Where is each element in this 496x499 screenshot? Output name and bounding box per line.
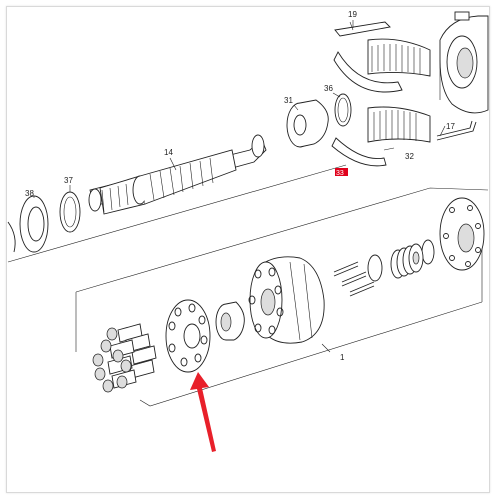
- part-14-shaft: [88, 134, 267, 215]
- label-31: 31: [284, 96, 293, 105]
- label-19: 19: [348, 10, 357, 19]
- red-pointer-arrow: [190, 372, 216, 452]
- spline-sleeve: [215, 301, 245, 341]
- leader-lines: [33, 21, 446, 353]
- part-19-bracket: [334, 20, 391, 37]
- assembly-bracket-lines: [7, 164, 489, 407]
- label-38: 38: [25, 189, 34, 198]
- label-33: 33: [336, 170, 344, 177]
- part-37-snap-ring: [59, 191, 81, 233]
- cylinder-block: [248, 256, 325, 344]
- bearing-shell-lower: [331, 106, 431, 167]
- port-plate: [439, 197, 485, 271]
- part-38-seal: [7, 195, 49, 253]
- retainer-plate: [165, 299, 211, 373]
- circlip-small: [421, 239, 435, 265]
- part-31-bearing: [286, 99, 329, 148]
- label-32: 32: [405, 152, 414, 161]
- part-17-hex-key: [436, 120, 477, 141]
- spring-assembly: [390, 243, 424, 279]
- part-36-circlip: [334, 93, 352, 127]
- piston-group: [92, 323, 157, 393]
- retainer-ring: [367, 254, 383, 282]
- label-17: 17: [446, 122, 455, 131]
- label-37: 37: [64, 176, 73, 185]
- label-1: 1: [340, 353, 345, 362]
- pump-housing: [439, 11, 489, 114]
- label-14: 14: [164, 148, 173, 157]
- label-36: 36: [324, 84, 333, 93]
- pins: [333, 261, 375, 297]
- highlight-box-33: [335, 168, 348, 176]
- bearing-shell-upper: [333, 38, 431, 93]
